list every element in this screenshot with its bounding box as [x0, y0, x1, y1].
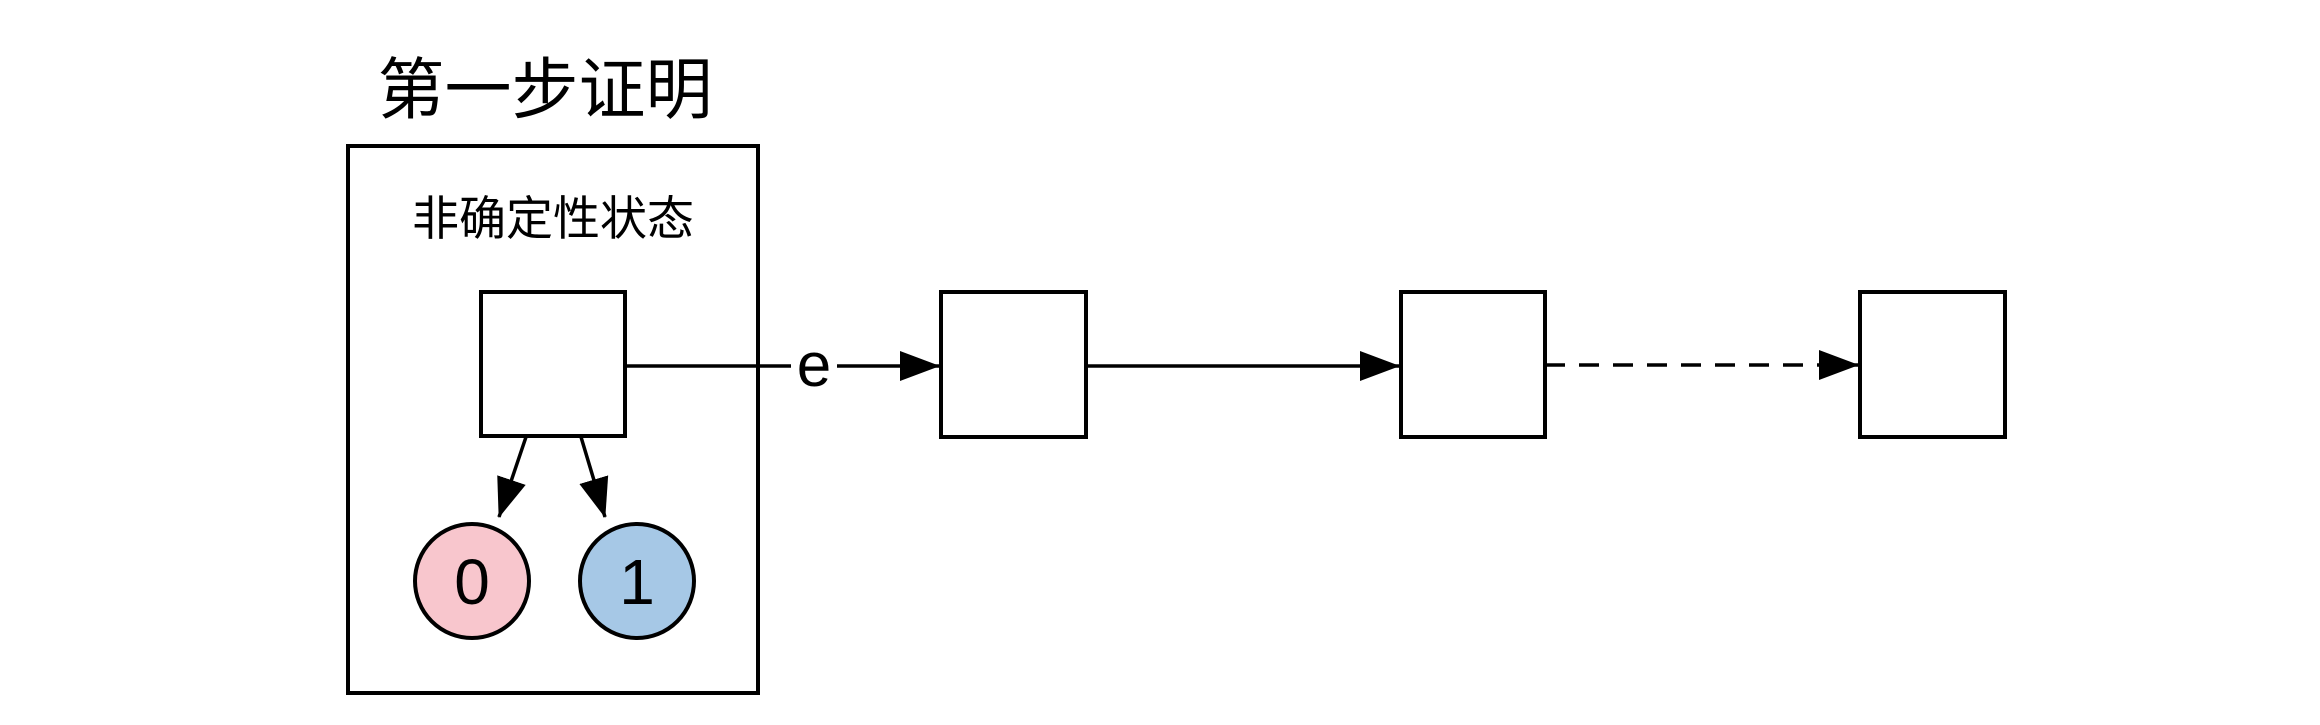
- diagram-title: 第一步证明: [378, 53, 713, 128]
- state-square-3: [1399, 290, 1547, 439]
- state-square-2: [939, 290, 1088, 439]
- group-label: 非确定性状态: [412, 192, 694, 245]
- output-circle-0: [413, 522, 531, 640]
- edge-to-output-0: [497, 436, 528, 518]
- state-square-4: [1858, 290, 2007, 439]
- edge-to-output-1: [579, 436, 609, 518]
- output-circle-1: [578, 522, 696, 640]
- output-1-label: 1: [619, 546, 655, 618]
- epsilon-label-background: [791, 338, 837, 392]
- epsilon-edge-label: e: [797, 331, 831, 400]
- state-square-1: [479, 290, 627, 438]
- output-0-label: 0: [454, 546, 490, 618]
